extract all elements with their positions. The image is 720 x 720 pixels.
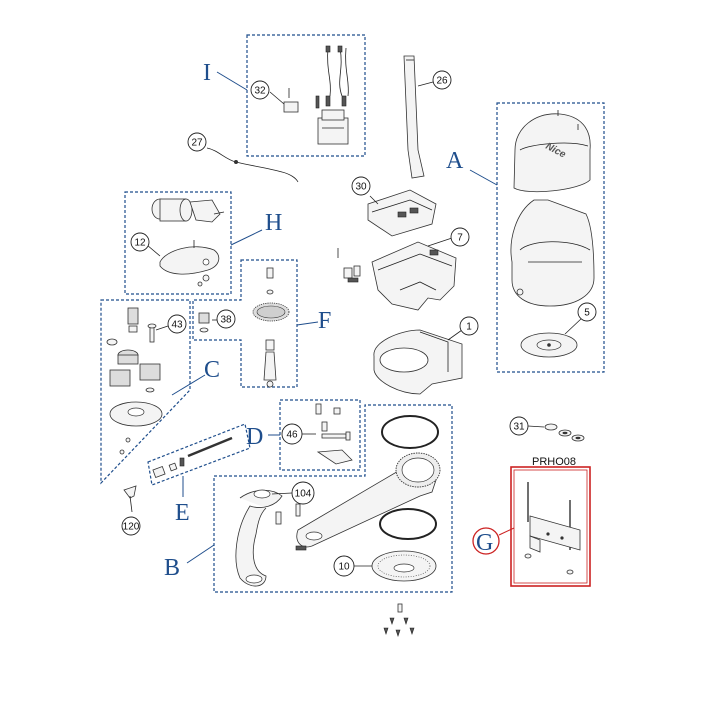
group-e-box <box>147 423 251 486</box>
group-b-box <box>213 404 453 593</box>
group-h-box <box>124 191 232 295</box>
motor-body <box>371 241 457 311</box>
callout-38: 38 <box>220 315 232 326</box>
callout-104: 104 <box>295 489 312 500</box>
gear-set <box>106 307 161 393</box>
control-board <box>367 189 437 237</box>
callout-27: 27 <box>191 138 203 149</box>
callout-26: 26 <box>436 76 448 87</box>
group-label-h: H <box>265 210 282 236</box>
kit-code-label: PRHO08 <box>532 456 576 468</box>
release-strap <box>403 55 425 179</box>
callout-12: 12 <box>134 238 146 249</box>
callout-5: 5 <box>584 308 590 319</box>
group-label-a: A <box>446 148 464 174</box>
o-ring-bottom <box>379 508 437 540</box>
screw-43 <box>147 323 157 343</box>
screw-set <box>383 603 415 637</box>
reduction-gear <box>252 267 290 388</box>
release-rod <box>152 436 233 478</box>
group-a-box <box>496 102 605 373</box>
bracket-kit <box>524 482 581 575</box>
group-label-b: B <box>164 555 180 581</box>
callout-7: 7 <box>457 233 463 244</box>
group-label-f: F <box>318 308 331 334</box>
small-connectors <box>337 248 361 283</box>
group-f-box <box>192 259 298 388</box>
transformer-kit <box>283 45 349 145</box>
motor-plate <box>159 240 220 287</box>
output-flange <box>109 401 163 455</box>
motor-housing <box>510 199 595 307</box>
release-key <box>123 485 137 513</box>
curved-arm <box>235 489 283 587</box>
group-g-box <box>510 466 591 587</box>
callout-10: 10 <box>338 562 350 573</box>
group-label-d: D <box>246 424 263 450</box>
group-g-highlight-circle <box>472 527 500 555</box>
group-i-box <box>246 34 366 157</box>
pinion-small <box>198 312 210 333</box>
callout-32: 32 <box>254 86 266 97</box>
callout-31: 31 <box>513 422 525 433</box>
ring-gear <box>395 452 441 488</box>
callout-120: 120 <box>123 522 140 533</box>
washers <box>544 423 585 442</box>
antenna-cable <box>206 147 299 183</box>
group-g-inner-box <box>513 469 588 584</box>
callout-43: 43 <box>171 320 183 331</box>
callout-46: 46 <box>286 430 298 441</box>
group-label-g: G <box>476 530 493 556</box>
group-label-e: E <box>175 500 190 526</box>
base-housing <box>373 329 463 395</box>
release-mechanism <box>315 403 353 465</box>
group-label-i: I <box>203 60 211 86</box>
callout-30: 30 <box>355 182 367 193</box>
o-ring-top <box>381 415 439 449</box>
base-plate <box>520 332 578 358</box>
motor-cover: Nice <box>513 110 591 193</box>
encoder-disc <box>371 550 437 582</box>
callout-1: 1 <box>466 322 472 333</box>
dc-motor <box>151 198 225 223</box>
group-label-c: C <box>204 357 220 383</box>
